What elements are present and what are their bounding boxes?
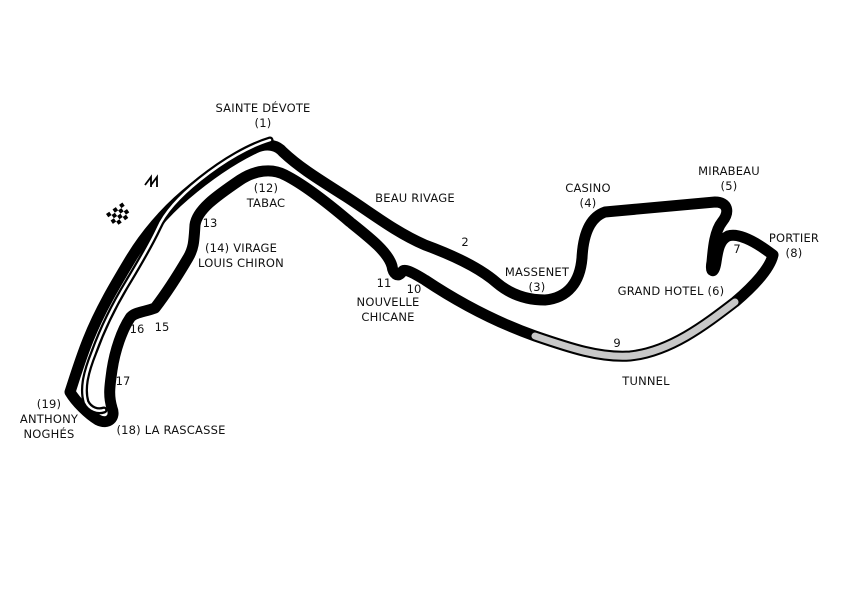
corner-casino-num: (4) <box>580 196 597 210</box>
corner-turn11: 11 <box>377 276 392 290</box>
corner-louis-chiron-2: LOUIS CHIRON <box>198 256 284 270</box>
corner-turn13: 13 <box>203 216 218 230</box>
corner-turn7: 7 <box>733 242 740 256</box>
corner-turn9: 9 <box>613 336 620 350</box>
corner-mirabeau-name: MIRABEAU <box>698 164 760 178</box>
corner-turn15: 15 <box>155 320 170 334</box>
corner-anthony-noghes-2: NOGHÉS <box>24 426 75 441</box>
corner-portier-name: PORTIER <box>769 231 819 245</box>
corner-beau-rivage: BEAU RIVAGE <box>375 191 455 205</box>
corner-turn10: 10 <box>407 282 422 296</box>
corner-turn2: 2 <box>461 235 468 249</box>
checkered-flag-icon <box>106 202 130 225</box>
corner-anthony-noghes-num: (19) <box>37 397 61 411</box>
corner-louis-chiron-1: (14) VIRAGE <box>205 241 277 255</box>
corner-nouvelle-chicane-2: CHICANE <box>361 310 414 324</box>
corner-grand-hotel: GRAND HOTEL (6) <box>618 284 725 298</box>
corner-turn17: 17 <box>116 374 131 388</box>
corner-sainte-devote-name: SAINTE DÉVOTE <box>215 100 310 115</box>
start-direction-arrows-icon <box>144 174 158 187</box>
corner-sainte-devote-num: (1) <box>255 116 272 130</box>
track-main-loop <box>64 139 779 428</box>
corner-tabac-num: (12) <box>254 181 278 195</box>
corner-labels: SAINTE DÉVOTE (1) BEAU RIVAGE 2 MASSENET… <box>20 100 819 441</box>
corner-mirabeau-num: (5) <box>721 179 738 193</box>
corner-turn16: 16 <box>130 322 145 336</box>
corner-la-rascasse: (18) LA RASCASSE <box>116 423 225 437</box>
corner-portier-num: (8) <box>786 246 803 260</box>
corner-casino-name: CASINO <box>565 181 610 195</box>
corner-tunnel: TUNNEL <box>621 374 670 388</box>
pit-lane-core <box>83 138 272 412</box>
corner-massenet-name: MASSENET <box>505 265 570 279</box>
tunnel-section <box>531 298 739 360</box>
corner-anthony-noghes-1: ANTHONY <box>20 412 79 426</box>
corner-nouvelle-chicane-1: NOUVELLE <box>357 295 420 309</box>
corner-tabac-name: TABAC <box>246 196 286 210</box>
corner-massenet-num: (3) <box>529 280 546 294</box>
track-layer <box>64 136 779 428</box>
